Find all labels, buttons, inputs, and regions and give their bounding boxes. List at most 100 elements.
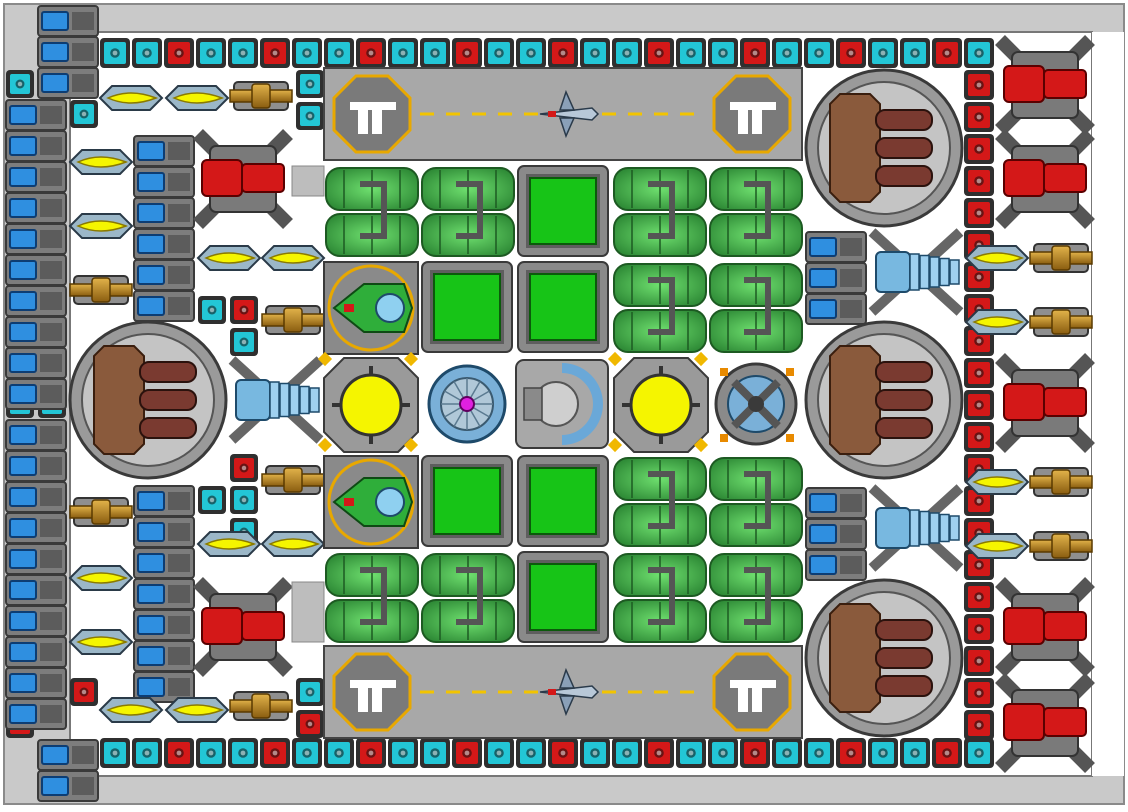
battery-icon[interactable]	[133, 671, 195, 703]
fuel-tank-icon[interactable]	[325, 167, 419, 257]
fuel-tank-icon[interactable]	[709, 553, 803, 643]
armor-block-icon[interactable]	[964, 550, 994, 580]
armor-block-icon[interactable]	[836, 38, 866, 68]
armor-block-icon[interactable]	[612, 738, 642, 768]
battery-icon[interactable]	[805, 487, 867, 519]
armor-block-icon[interactable]	[676, 738, 706, 768]
battery-icon[interactable]	[37, 5, 99, 37]
armor-block-icon[interactable]	[70, 100, 98, 128]
hangar-bay-icon[interactable]	[323, 645, 803, 739]
armor-block-icon[interactable]	[260, 38, 290, 68]
railgun-icon[interactable]	[1029, 531, 1093, 561]
armor-block-icon[interactable]	[964, 646, 994, 676]
battery-icon[interactable]	[133, 609, 195, 641]
armor-block-icon[interactable]	[230, 328, 258, 356]
fuel-tank-icon[interactable]	[613, 553, 707, 643]
armor-block-icon[interactable]	[804, 38, 834, 68]
battery-icon[interactable]	[5, 99, 67, 131]
armor-block-icon[interactable]	[644, 738, 674, 768]
railgun-icon[interactable]	[229, 691, 293, 721]
missile-launcher-icon[interactable]	[68, 149, 134, 175]
railgun-icon[interactable]	[261, 465, 325, 495]
gyroscope-icon[interactable]	[714, 362, 798, 446]
armor-block-icon[interactable]	[740, 738, 770, 768]
armor-block-icon[interactable]	[324, 38, 354, 68]
armor-block-icon[interactable]	[356, 738, 386, 768]
battery-icon[interactable]	[805, 549, 867, 581]
armor-block-icon[interactable]	[932, 38, 962, 68]
battery-icon[interactable]	[5, 130, 67, 162]
large-turret-icon[interactable]	[804, 320, 964, 480]
fuel-tank-icon[interactable]	[613, 167, 707, 257]
cargo-container-icon[interactable]	[517, 551, 609, 643]
missile-launcher-icon[interactable]	[164, 697, 230, 723]
armor-block-icon[interactable]	[296, 102, 324, 130]
armor-block-icon[interactable]	[868, 38, 898, 68]
armor-block-icon[interactable]	[292, 738, 322, 768]
battery-icon[interactable]	[5, 347, 67, 379]
railgun-icon[interactable]	[1029, 467, 1093, 497]
battery-icon[interactable]	[133, 578, 195, 610]
armor-block-icon[interactable]	[900, 38, 930, 68]
armor-block-icon[interactable]	[132, 738, 162, 768]
fuel-tank-icon[interactable]	[709, 263, 803, 353]
armor-block-icon[interactable]	[452, 738, 482, 768]
armor-block-icon[interactable]	[230, 454, 258, 482]
battery-icon[interactable]	[5, 574, 67, 606]
missile-launcher-icon[interactable]	[68, 565, 134, 591]
armor-block-icon[interactable]	[516, 38, 546, 68]
cargo-container-icon[interactable]	[421, 455, 513, 547]
heavy-cannon-icon[interactable]	[995, 353, 1095, 453]
battery-icon[interactable]	[5, 605, 67, 637]
battery-icon[interactable]	[133, 547, 195, 579]
armor-block-icon[interactable]	[388, 38, 418, 68]
armor-block-icon[interactable]	[388, 738, 418, 768]
armor-block-icon[interactable]	[452, 38, 482, 68]
armor-block-icon[interactable]	[772, 738, 802, 768]
battery-icon[interactable]	[5, 481, 67, 513]
armor-block-icon[interactable]	[964, 198, 994, 228]
large-turret-icon[interactable]	[804, 578, 964, 738]
armor-block-icon[interactable]	[260, 738, 290, 768]
armor-block-icon[interactable]	[964, 70, 994, 100]
armor-block-icon[interactable]	[676, 38, 706, 68]
fighter-ship-icon[interactable]	[539, 89, 600, 139]
missile-launcher-icon[interactable]	[164, 85, 230, 111]
armor-block-icon[interactable]	[230, 296, 258, 324]
fuel-tank-icon[interactable]	[709, 457, 803, 547]
armor-block-icon[interactable]	[228, 738, 258, 768]
railgun-icon[interactable]	[69, 497, 133, 527]
missile-launcher-icon[interactable]	[964, 245, 1030, 271]
battery-icon[interactable]	[133, 197, 195, 229]
battery-icon[interactable]	[133, 135, 195, 167]
armor-block-icon[interactable]	[580, 738, 610, 768]
missile-launcher-icon[interactable]	[964, 469, 1030, 495]
armor-block-icon[interactable]	[548, 38, 578, 68]
battery-icon[interactable]	[5, 161, 67, 193]
armor-block-icon[interactable]	[6, 70, 34, 98]
missile-launcher-icon[interactable]	[68, 629, 134, 655]
fuel-tank-icon[interactable]	[421, 553, 515, 643]
armor-block-icon[interactable]	[964, 582, 994, 612]
battery-icon[interactable]	[5, 223, 67, 255]
armor-block-icon[interactable]	[964, 738, 994, 768]
large-turret-icon[interactable]	[804, 68, 964, 228]
armor-block-icon[interactable]	[100, 38, 130, 68]
armor-block-icon[interactable]	[228, 38, 258, 68]
armor-block-icon[interactable]	[804, 738, 834, 768]
shield-generator-icon[interactable]	[427, 364, 507, 444]
armor-block-icon[interactable]	[484, 38, 514, 68]
armor-block-icon[interactable]	[164, 738, 194, 768]
missile-launcher-icon[interactable]	[196, 531, 262, 557]
missile-launcher-icon[interactable]	[964, 309, 1030, 335]
armor-block-icon[interactable]	[708, 738, 738, 768]
battery-icon[interactable]	[5, 667, 67, 699]
armor-block-icon[interactable]	[132, 38, 162, 68]
armor-block-icon[interactable]	[516, 738, 546, 768]
heavy-cannon-icon[interactable]	[995, 129, 1095, 229]
missile-launcher-icon[interactable]	[196, 245, 262, 271]
missile-launcher-icon[interactable]	[98, 85, 164, 111]
heavy-cannon-icon[interactable]	[995, 35, 1095, 135]
armor-block-icon[interactable]	[230, 486, 258, 514]
armor-block-icon[interactable]	[198, 296, 226, 324]
